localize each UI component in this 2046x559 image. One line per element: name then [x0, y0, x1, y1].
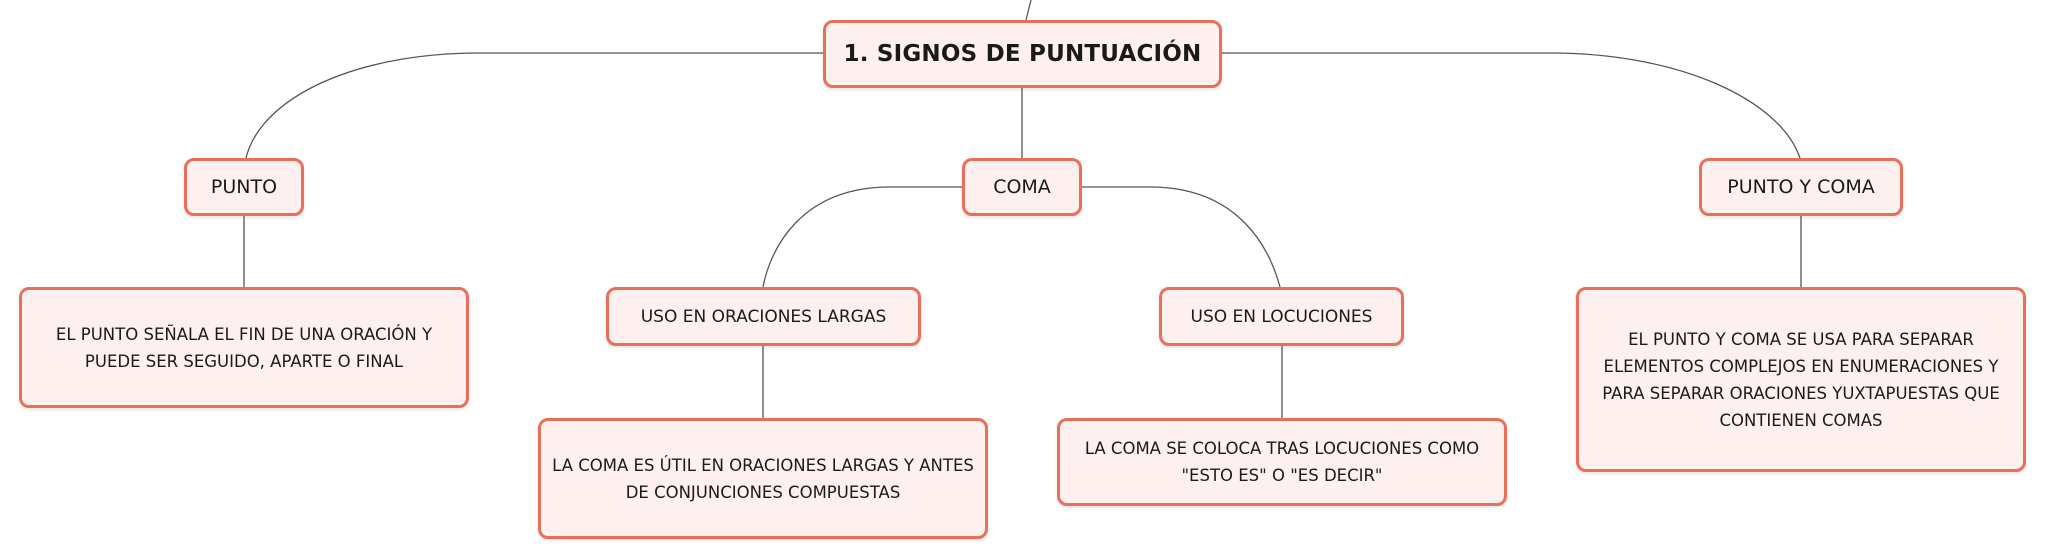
oraciones-largas-description: LA COMA ES ÚTIL EN ORACIONES LARGAS Y AN…: [552, 455, 974, 502]
punto-y-coma-label: PUNTO Y COMA: [1727, 176, 1875, 198]
punto-y-coma-description: EL PUNTO Y COMA SE USA PARA SEPARAR ELEM…: [1602, 329, 2000, 430]
oraciones-largas-node[interactable]: USO EN ORACIONES LARGAS: [606, 287, 921, 346]
connector-root-punto-y-coma: [1222, 52, 1801, 159]
locuciones-node[interactable]: USO EN LOCUCIONES: [1159, 287, 1404, 346]
coma-node[interactable]: COMA: [962, 158, 1082, 216]
punto-y-coma-node[interactable]: PUNTO Y COMA: [1699, 158, 1903, 216]
root-node[interactable]: 1. SIGNOS DE PUNTUACIÓN: [823, 20, 1222, 88]
connector-coma-locuciones: [1082, 186, 1281, 288]
locuciones-description-node[interactable]: LA COMA SE COLOCA TRAS LOCUCIONES COMO "…: [1057, 418, 1507, 506]
locuciones-label: USO EN LOCUCIONES: [1190, 306, 1373, 327]
oraciones-largas-label: USO EN ORACIONES LARGAS: [640, 306, 887, 327]
connector-coma-oraciones: [762, 186, 963, 288]
punto-y-coma-description-node[interactable]: EL PUNTO Y COMA SE USA PARA SEPARAR ELEM…: [1576, 287, 2026, 472]
punto-node[interactable]: PUNTO: [184, 158, 304, 216]
connector-parent-root: [1025, 0, 1032, 21]
root-label: 1. SIGNOS DE PUNTUACIÓN: [843, 41, 1202, 67]
locuciones-description: LA COMA SE COLOCA TRAS LOCUCIONES COMO "…: [1084, 439, 1480, 485]
connector-root-punto: [245, 52, 824, 159]
oraciones-largas-description-node[interactable]: LA COMA ES ÚTIL EN ORACIONES LARGAS Y AN…: [538, 418, 988, 539]
punto-description-node[interactable]: EL PUNTO SEÑALA EL FIN DE UNA ORACIÓN Y …: [19, 287, 469, 408]
punto-description: EL PUNTO SEÑALA EL FIN DE UNA ORACIÓN Y …: [55, 324, 433, 371]
coma-label: COMA: [993, 176, 1051, 198]
punto-label: PUNTO: [210, 176, 278, 198]
